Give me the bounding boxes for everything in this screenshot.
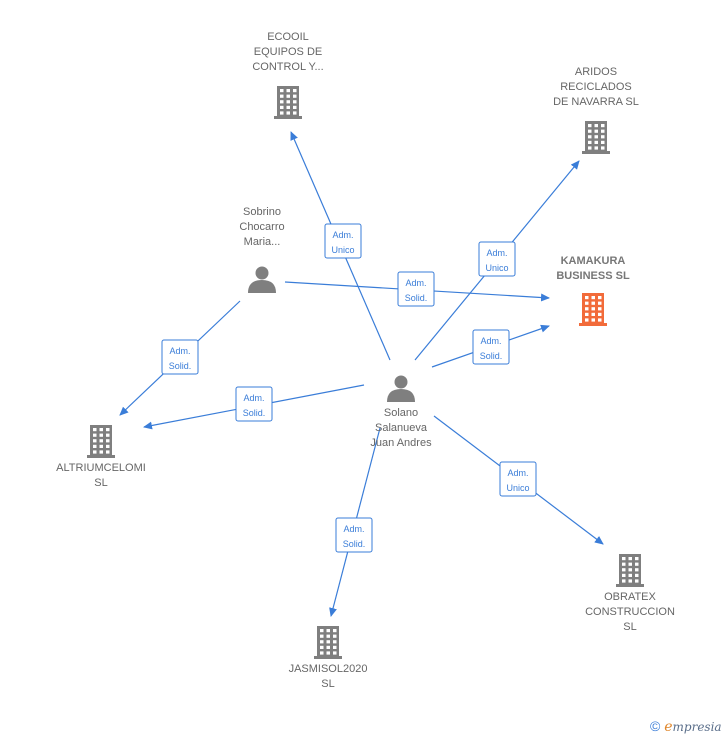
edge-label-box [472, 329, 510, 365]
edge-label[interactable]: Adm. Solid. [472, 329, 510, 365]
edge-label-text: Unico [506, 483, 529, 493]
edge-label-text: Solid. [169, 361, 192, 371]
edge-label-text: Adm. [486, 248, 507, 258]
building-icon [582, 121, 610, 154]
person-icon [248, 266, 276, 293]
edge-label-box [499, 461, 537, 497]
node-ecooil[interactable]: ECOOIL EQUIPOS DE CONTROL Y... [252, 31, 324, 119]
edge-label-text: Adm. [507, 468, 528, 478]
building-icon [579, 293, 607, 326]
node-label: SL [321, 678, 334, 690]
edges-layer: Adm.UnicoAdm.Solid.Adm.UnicoAdm.Solid.Ad… [119, 131, 604, 617]
node-label: EQUIPOS DE [254, 46, 322, 58]
node-label: ALTRIUMCELOMI [56, 462, 146, 474]
node-label: SL [94, 477, 107, 489]
node-label: SL [623, 621, 636, 633]
node-kamakura[interactable]: KAMAKURA BUSINESS SL [556, 255, 630, 326]
edge-label-text: Unico [331, 245, 354, 255]
edge-label[interactable]: Adm. Unico [324, 223, 362, 259]
edge-label-text: Adm. [343, 524, 364, 534]
brand-logo-letter: e [664, 719, 673, 735]
edge-label[interactable]: Adm. Unico [478, 241, 516, 277]
edge-sobrino-kamakura: Adm. Solid. [284, 271, 550, 307]
node-label: Chocarro [239, 221, 284, 233]
edge-label-box [335, 517, 373, 553]
node-label: ARIDOS [575, 66, 617, 78]
building-icon [314, 626, 342, 659]
edge-label-text: Adm. [480, 336, 501, 346]
node-obratex[interactable]: OBRATEX CONSTRUCCION SL [585, 554, 675, 633]
node-label: CONSTRUCCION [585, 606, 675, 618]
node-label: ECOOIL [267, 31, 309, 43]
edge-label[interactable]: Adm. Solid. [161, 339, 199, 375]
node-label: CONTROL Y... [252, 61, 323, 73]
edge-label-box [161, 339, 199, 375]
edge-label[interactable]: Adm. Solid. [335, 517, 373, 553]
edge-label-text: Adm. [169, 346, 190, 356]
edge-solano-ecooil: Adm. Unico [290, 131, 391, 361]
node-sobrino[interactable]: SobrinoChocarroMaria... [239, 206, 285, 293]
edge-label-box [478, 241, 516, 277]
node-label: Juan Andres [370, 437, 432, 449]
edge-solano-altrium: Adm. Solid. [143, 384, 365, 430]
node-label: Salanueva [375, 422, 428, 434]
edge-label[interactable]: Adm. Unico [499, 461, 537, 497]
edge-label-text: Solid. [480, 351, 503, 361]
footer-brand: © empresia [650, 718, 722, 735]
edge-label-text: Adm. [243, 393, 264, 403]
node-label: JASMISOL2020 [289, 663, 368, 675]
edge-solano-jasmisol: Adm. Solid. [329, 427, 381, 617]
node-label: DE NAVARRA SL [553, 96, 639, 108]
edge-label-box [324, 223, 362, 259]
node-label: KAMAKURA [561, 255, 626, 267]
edge-label[interactable]: Adm. Solid. [235, 386, 273, 422]
node-label: OBRATEX [604, 591, 656, 603]
nodes-layer: ECOOIL EQUIPOS DE CONTROL Y... ARIDOS RECICL… [56, 31, 675, 690]
person-icon [387, 375, 415, 402]
edge-label-box [397, 271, 435, 307]
node-label: RECICLADOS [560, 81, 632, 93]
edge-solano-aridos: Adm. Unico [414, 160, 580, 361]
node-altrium[interactable]: ALTRIUMCELOMI SL [56, 425, 146, 489]
edge-label[interactable]: Adm. Solid. [397, 271, 435, 307]
edge-label-text: Solid. [405, 293, 428, 303]
edge-label-text: Solid. [243, 408, 266, 418]
node-label: Maria... [244, 236, 281, 248]
building-icon [87, 425, 115, 458]
edge-sobrino-altrium: Adm. Solid. [119, 300, 241, 416]
brand-logo-text: mpresia [672, 720, 722, 734]
building-icon [274, 86, 302, 119]
node-label: Sobrino [243, 206, 281, 218]
edge-label-box [235, 386, 273, 422]
edge-label-text: Solid. [343, 539, 366, 549]
edge-solano-obratex: Adm. Unico [433, 415, 604, 545]
edge-label-text: Adm. [332, 230, 353, 240]
copyright-symbol: © [650, 718, 661, 734]
node-aridos[interactable]: ARIDOS RECICLADOS DE NAVARRA SL [553, 66, 639, 154]
edge-solano-kamakura: Adm. Solid. [431, 324, 550, 368]
node-label: Solano [384, 407, 418, 419]
building-icon [616, 554, 644, 587]
edge-label-text: Unico [485, 263, 508, 273]
node-label: BUSINESS SL [556, 270, 630, 282]
edge-label-text: Adm. [405, 278, 426, 288]
